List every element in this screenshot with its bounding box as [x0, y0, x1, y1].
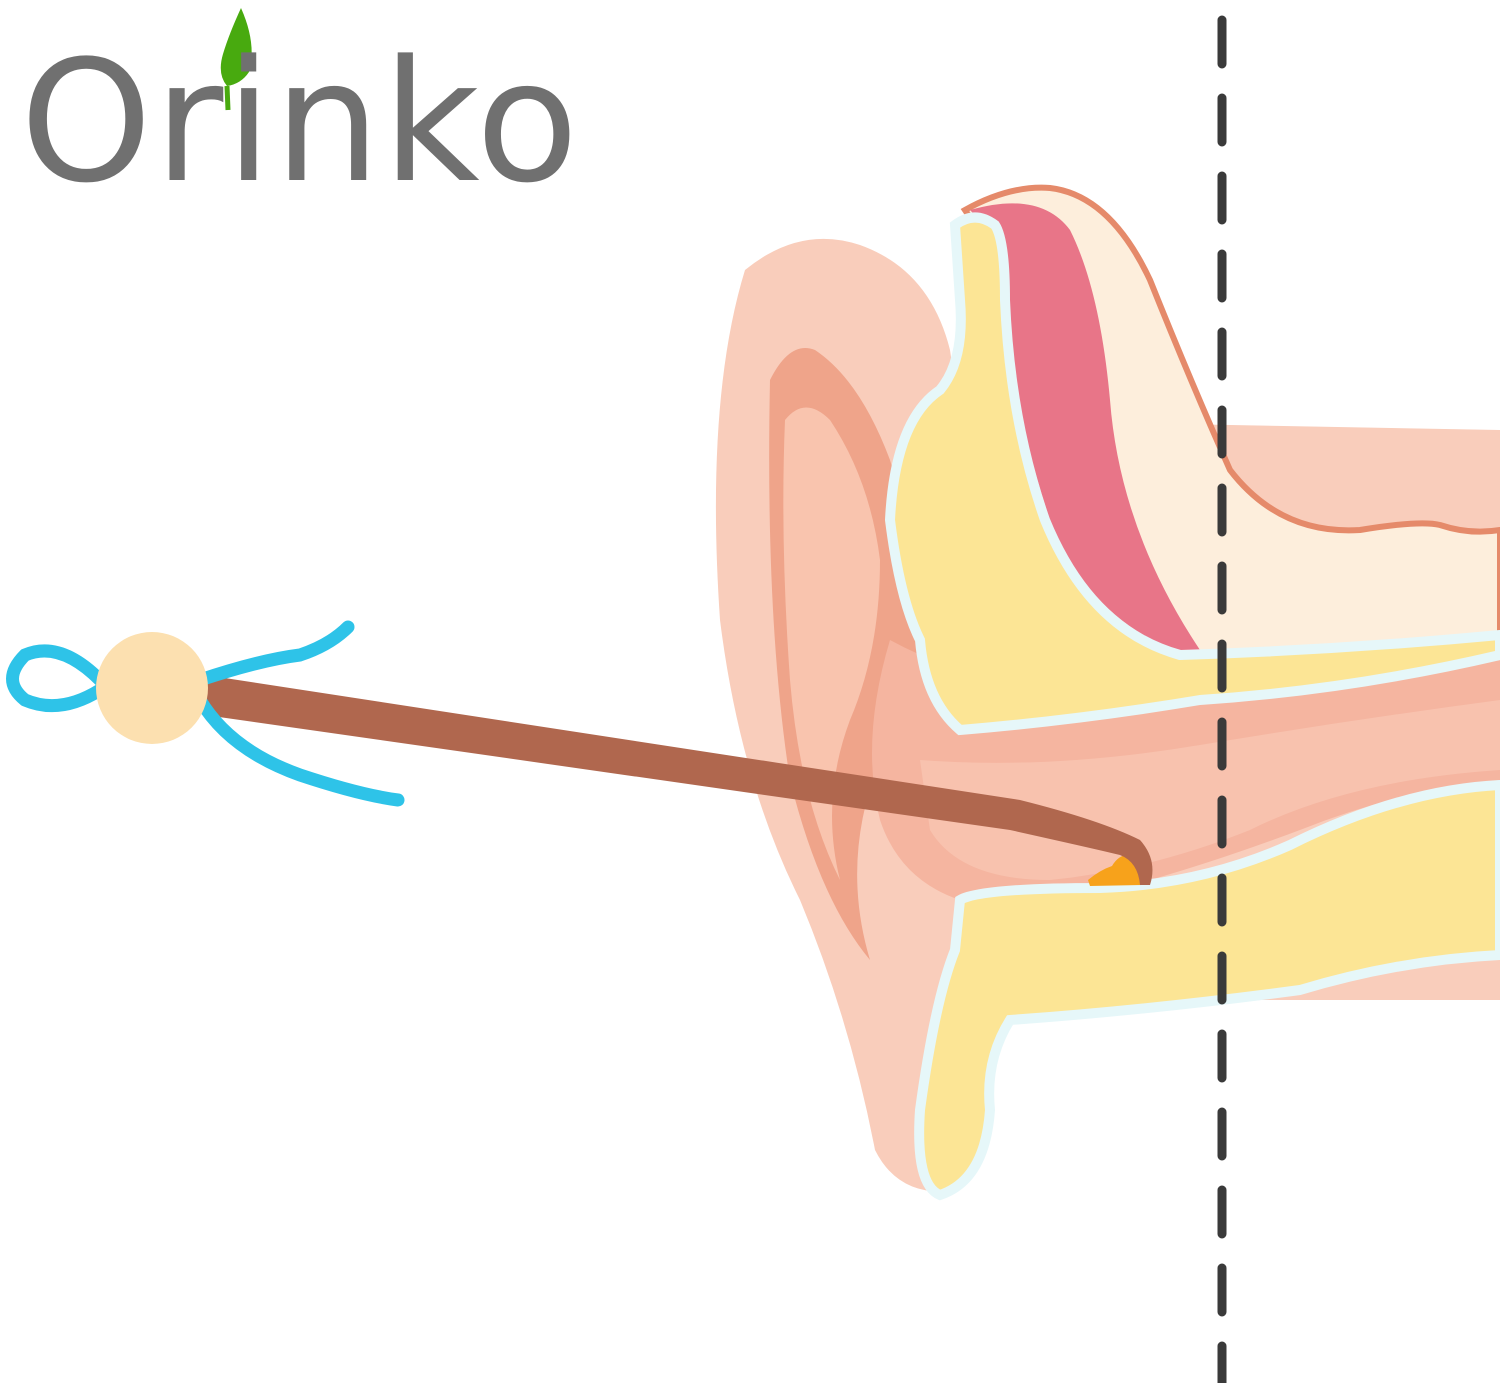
leaf-icon — [220, 8, 252, 111]
bead — [96, 632, 208, 744]
ear-pick-stick — [205, 675, 1153, 885]
string — [6, 620, 405, 807]
skin-layer — [970, 203, 1200, 653]
helix-inner — [783, 407, 880, 880]
upper-cartilage — [884, 212, 1500, 736]
brand-logo: Orinko — [10, 8, 579, 206]
earwax — [1088, 854, 1144, 886]
lower-cartilage — [914, 779, 1500, 1201]
brand-name: Orinko — [20, 24, 581, 220]
